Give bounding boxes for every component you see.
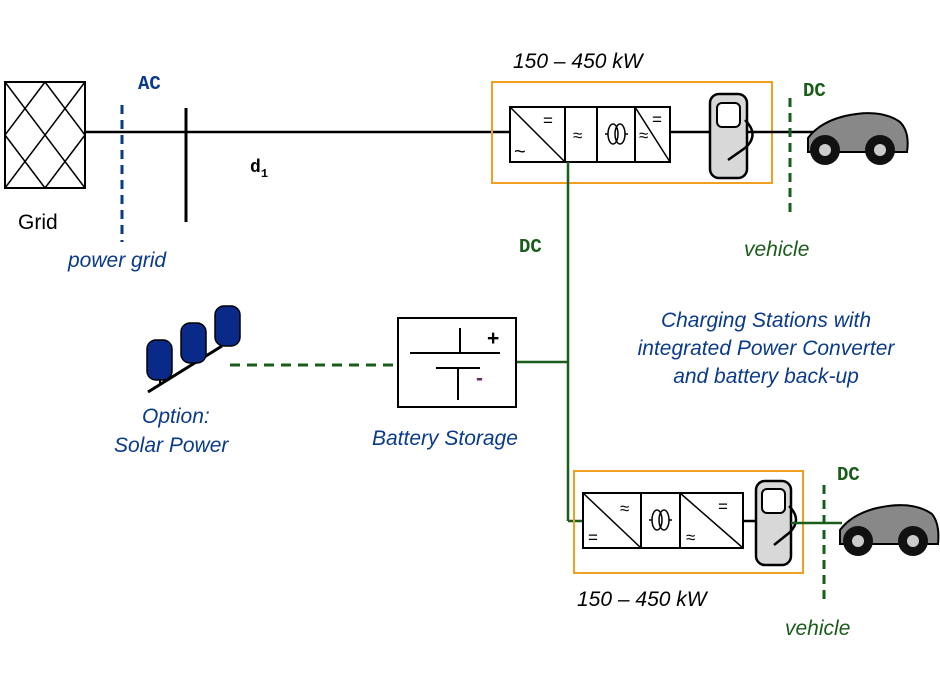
distance-label: d1: [250, 158, 268, 181]
top-converter: = ~ ≈ ≈ =: [509, 106, 671, 163]
solar-panel-icon: [146, 305, 241, 394]
bottom-station-power-label: 150 – 450 kW: [577, 588, 709, 611]
transformer-icon: [605, 123, 628, 145]
bottom-dc-label: DC: [837, 464, 860, 486]
battery-plus: +: [487, 327, 499, 350]
power-grid-label: power grid: [67, 249, 167, 272]
top-vehicle-label: vehicle: [744, 238, 809, 261]
grid-tower-icon: [4, 81, 86, 189]
charger-plug-icon: [708, 92, 754, 180]
top-station-power-label: 150 – 450 kW: [513, 50, 645, 73]
caption-line3: and battery back-up: [673, 365, 859, 388]
battery-label: Battery Storage: [372, 427, 518, 450]
ac-symbol: ~: [514, 141, 526, 163]
dc-symbol: =: [543, 111, 553, 130]
hf-ac-symbol: ≈: [573, 126, 582, 145]
car-icon: [839, 504, 940, 556]
dc-bus-label: DC: [519, 236, 542, 258]
hf-ac-symbol: ≈: [620, 499, 629, 518]
charger-plug-icon: [754, 479, 798, 567]
dc-symbol: =: [718, 497, 728, 516]
solar-label-line2: Solar Power: [114, 434, 229, 457]
dc-symbol: =: [588, 528, 598, 547]
caption-line2: integrated Power Converter: [638, 337, 896, 360]
bottom-converter: = ≈ ≈ =: [582, 492, 744, 549]
top-dc-label: DC: [803, 80, 826, 102]
hf-ac-symbol: ≈: [686, 528, 695, 547]
battery-icon: [397, 317, 517, 408]
car-icon: [807, 112, 909, 165]
solar-label-line1: Option:: [142, 405, 210, 428]
ac-label: AC: [138, 73, 161, 95]
caption-line1: Charging Stations with: [661, 309, 871, 332]
dc-symbol: =: [652, 110, 662, 129]
bottom-vehicle-label: vehicle: [785, 617, 850, 640]
battery-minus: -: [476, 367, 483, 390]
hf-ac-symbol: ≈: [639, 126, 648, 145]
grid-label: Grid: [18, 211, 58, 234]
transformer-icon: [649, 509, 672, 531]
